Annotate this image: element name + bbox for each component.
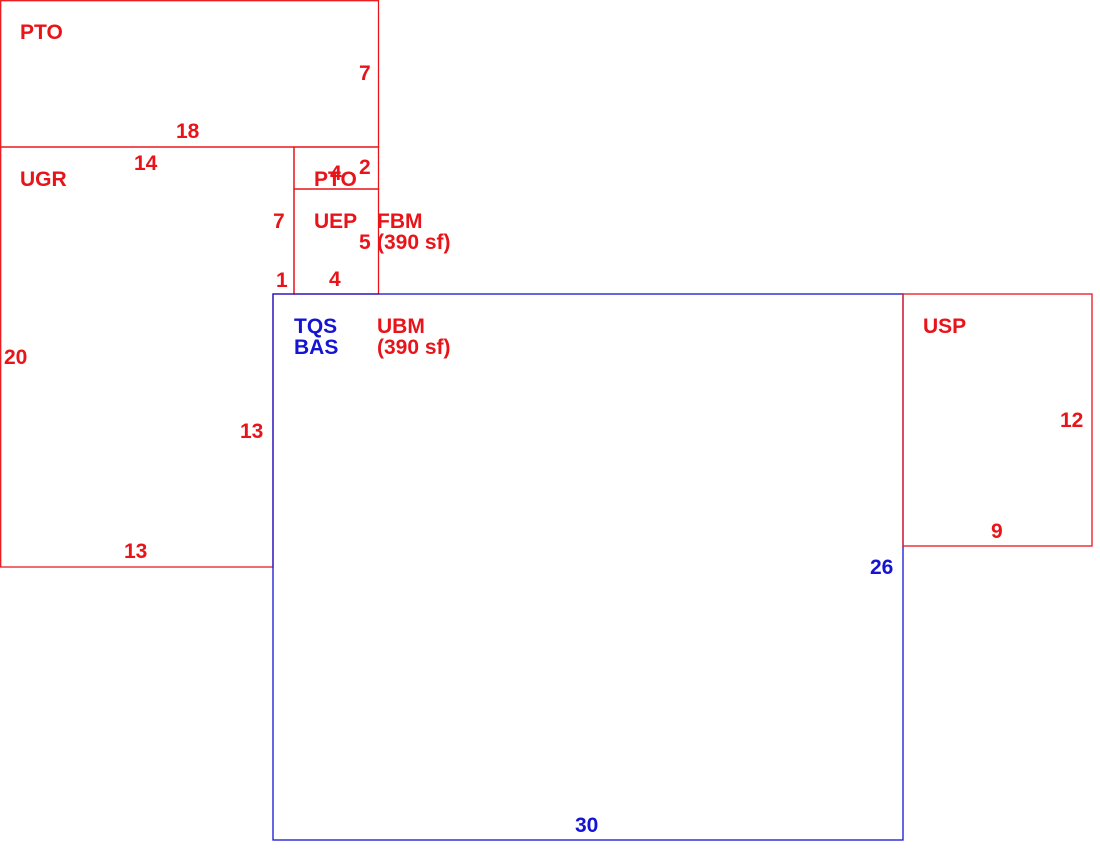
area-fbm-label: FBM (390 sf) xyxy=(377,210,451,254)
area-usp-dim-height: 12 xyxy=(1060,409,1083,432)
area-uep-dim-width: 4 xyxy=(329,268,341,291)
area-main-outline xyxy=(272,293,904,841)
area-pto-top: PTO 7 18 xyxy=(0,0,380,148)
area-ugr-dim-inner-step: 1 xyxy=(276,269,288,292)
area-ugr-dim-inner-upper: 7 xyxy=(273,210,285,233)
area-usp-outline xyxy=(902,293,1093,547)
area-pto-small: PTO 4 2 xyxy=(293,146,380,191)
area-usp-dim-width: 9 xyxy=(991,520,1003,543)
area-uep-dim-height: 5 xyxy=(359,231,371,254)
area-ugr-dim-bottom: 13 xyxy=(124,540,147,563)
area-ugr-dim-top: 14 xyxy=(134,152,158,175)
area-ugr-outline xyxy=(0,146,295,568)
area-main-code-bas: BAS xyxy=(294,336,338,359)
area-uep-code: UEP xyxy=(314,210,357,233)
area-ugr-code: UGR xyxy=(20,168,67,191)
area-pto-small-code: PTO xyxy=(314,168,357,191)
area-uep: UEP 5 4 xyxy=(293,188,380,295)
area-ugr: UGR 14 7 1 20 13 13 xyxy=(0,146,295,568)
area-ubm-code: UBM xyxy=(377,315,425,338)
area-pto-top-dim-width: 18 xyxy=(176,120,200,143)
area-ubm-label: UBM (390 sf) xyxy=(377,315,451,359)
area-fbm-area: (390 sf) xyxy=(377,231,451,254)
area-ugr-dim-inner-lower: 13 xyxy=(240,420,263,443)
area-ugr-dim-left: 20 xyxy=(4,346,27,369)
area-main-dim-right: 26 xyxy=(870,556,893,579)
area-main-dim-bottom: 30 xyxy=(575,814,598,837)
area-ubm-area: (390 sf) xyxy=(377,336,451,359)
area-usp-code: USP xyxy=(923,315,966,338)
area-main: TQS BAS 26 30 xyxy=(272,293,904,841)
area-pto-top-dim-height: 7 xyxy=(359,62,371,85)
area-usp: USP 12 9 xyxy=(902,293,1093,547)
area-main-code-tqs: TQS xyxy=(294,315,337,338)
area-fbm-code: FBM xyxy=(377,210,423,233)
area-pto-small-dim-width: 4 xyxy=(330,162,342,185)
area-pto-small-dim-height: 2 xyxy=(359,156,371,179)
area-pto-top-code: PTO xyxy=(20,21,63,44)
